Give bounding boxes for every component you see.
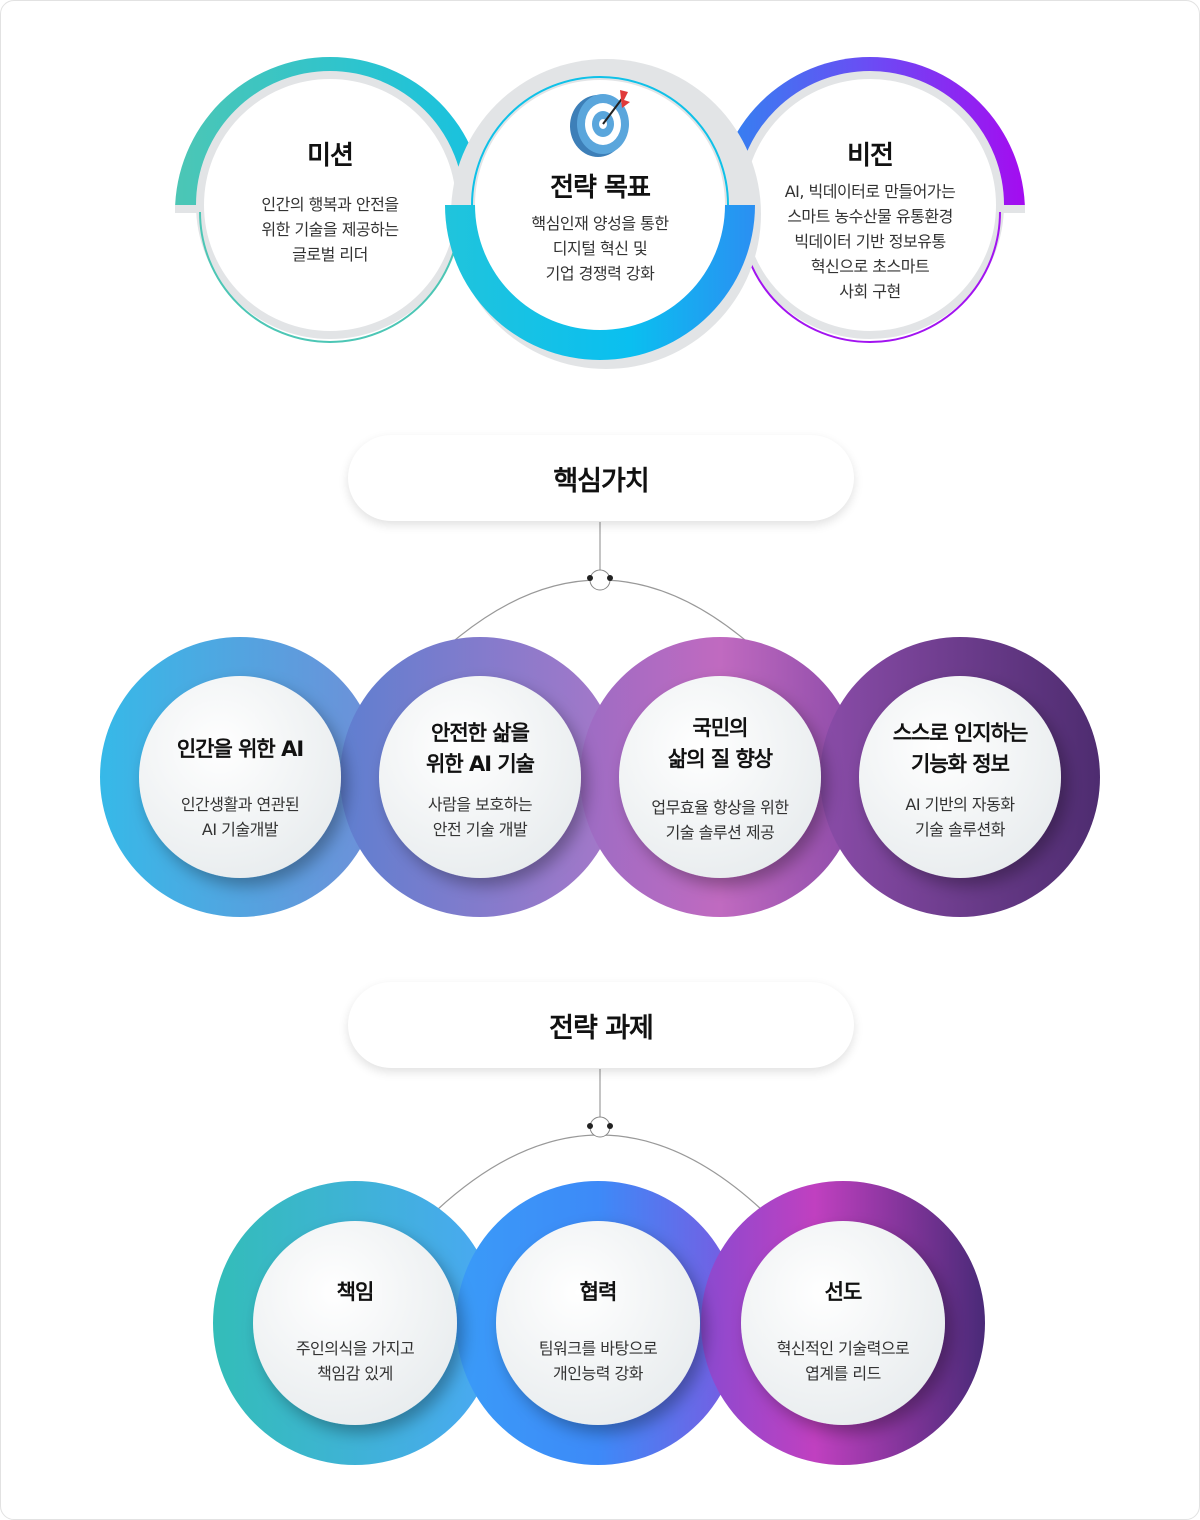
target-icon xyxy=(570,90,630,157)
goal-title: 전략 목표 xyxy=(550,173,651,203)
strategic-task-title: 협력 xyxy=(579,1280,618,1304)
strategic-tasks-connector xyxy=(436,1069,763,1211)
core-values-heading: 핵심가치 xyxy=(348,435,854,521)
core-value-title: 인간을 위한 AI xyxy=(176,737,304,761)
core-values-connector xyxy=(454,522,746,641)
core-value-title: 안전한 삶을 위한 AI 기술 xyxy=(426,721,535,776)
core-value-title: 국민의 삶의 질 향상 xyxy=(667,716,773,771)
strategic-task-rings xyxy=(213,1181,985,1465)
goal-desc: 핵심인재 양성을 통한 디지털 혁신 및 기업 경쟁력 강화 xyxy=(531,214,669,283)
strategic-task-title: 책임 xyxy=(336,1280,375,1304)
core-value-desc: AI 기반의 자동화 기술 솔루션화 xyxy=(905,795,1015,839)
strategic-tasks-heading: 전략 과제 xyxy=(348,982,854,1068)
mission-ring xyxy=(175,57,485,343)
core-value-desc: 업무효율 향상을 위한 기술 솔루션 제공 xyxy=(651,798,789,842)
vision-title: 비전 xyxy=(847,141,894,171)
strategic-task-desc: 팀워크를 바탕으로 개인능력 강화 xyxy=(538,1339,658,1383)
core-value-desc: 인간생활과 연관된 AI 기술개발 xyxy=(180,795,300,839)
core-value-rings xyxy=(100,637,1100,917)
strategic-task-desc: 주인의식을 가지고 책임감 있게 xyxy=(295,1339,415,1383)
core-value-title: 스스로 인지하는 기능화 정보 xyxy=(892,721,1029,776)
strategic-task-title: 선도 xyxy=(824,1280,863,1304)
core-value-desc: 사람을 보호하는 안전 기술 개발 xyxy=(427,795,533,839)
goal-ring xyxy=(445,59,761,369)
vision-desc: AI, 빅데이터로 만들어가는 스마트 농수산물 유통환경 빅데이터 기반 정보… xyxy=(784,182,956,301)
strategic-task-desc: 혁신적인 기술력으로 엽계를 리드 xyxy=(776,1339,910,1383)
mission-title: 미션 xyxy=(307,141,354,171)
mission-desc: 인간의 행복과 안전을 위한 기술을 제공하는 글로벌 리더 xyxy=(261,195,399,264)
